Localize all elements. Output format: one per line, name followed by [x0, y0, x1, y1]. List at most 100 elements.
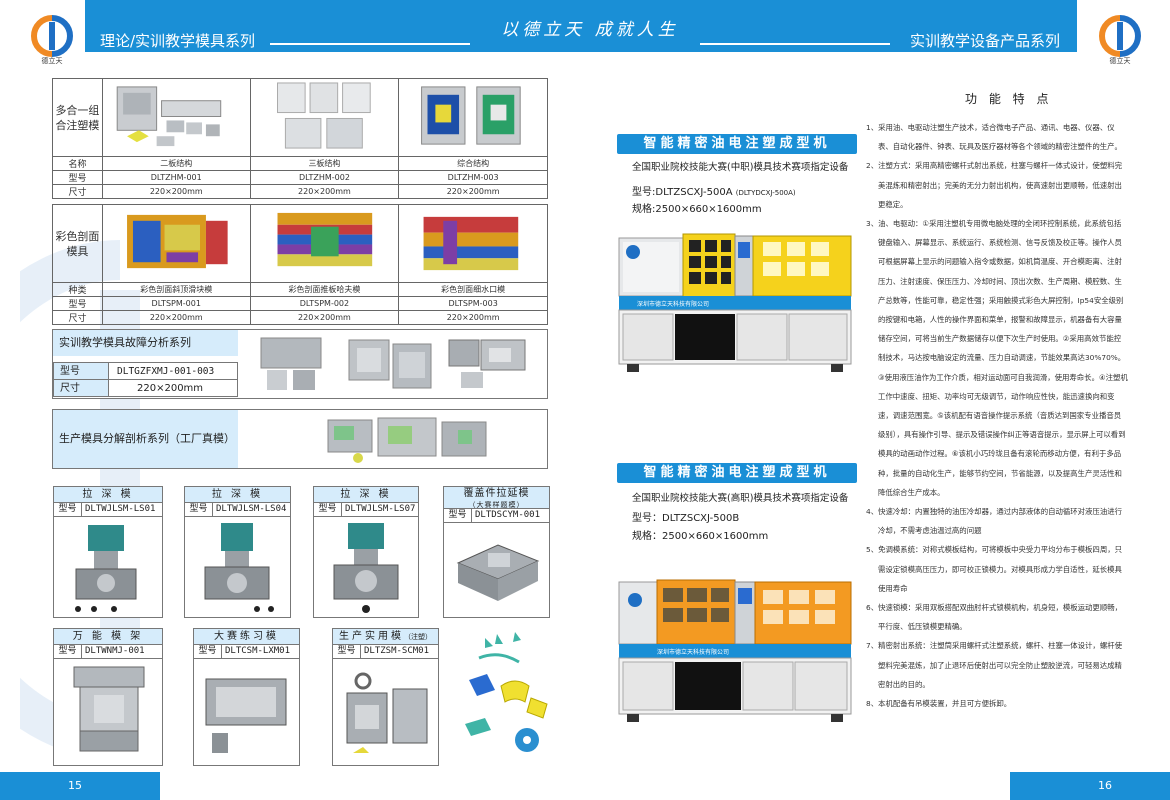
card-title-text: 覆盖件拉延模	[463, 488, 530, 499]
card-title: 万 能 模 架	[54, 629, 162, 645]
model-label: 型号	[185, 503, 213, 516]
product-photo	[346, 672, 428, 753]
product-photo	[101, 78, 251, 157]
model-value: DLTWJLSM-LS04	[216, 504, 287, 514]
product-subtitle: 全国职业院校技能大赛(高职)模具技术赛项指定设备	[632, 493, 849, 504]
table-cell: DLTSPM-002	[249, 296, 400, 311]
product-photo	[260, 337, 526, 390]
features-heading: 功 能 特 点	[965, 92, 1053, 106]
machine-panel-text: 深圳市德立天科技有限公司	[657, 648, 729, 656]
size-value: 220×200mm	[108, 379, 238, 397]
model-label: 型号	[444, 509, 472, 522]
model-label: 型号	[54, 503, 82, 516]
company-logo-left: 德立天	[28, 14, 76, 70]
product-photo	[205, 678, 287, 753]
header-rule-right	[700, 43, 890, 45]
feature-item: 6、快速锁模：采用双板搭配双曲肘杆式锁模机构，机身短，模板运动更顺畅，平行度、低…	[866, 603, 1122, 632]
product-photo	[75, 525, 137, 612]
series-title: 生产模具分解剖析系列（工厂真模）	[53, 410, 238, 468]
table-cell: 综合结构	[398, 156, 548, 171]
product-photo	[204, 523, 274, 612]
table-cell: 彩色剖面推板哈夫模	[249, 282, 400, 297]
product-spec: 规格:2500×660×1600mm	[632, 204, 762, 215]
product-subtitle: 全国职业院校技能大赛(中职)模具技术赛项指定设备	[632, 162, 849, 173]
product-photo	[398, 204, 548, 283]
model-text: 型号:DLTZSCXJ-500A	[632, 187, 733, 198]
card-title: 拉 深 模	[185, 487, 290, 503]
factory-mold-series: 生产模具分解剖析系列（工厂真模）	[52, 409, 548, 469]
model-value: DLTCSM-LXM01	[225, 646, 291, 656]
card-title-text: 生产实用模	[339, 631, 404, 642]
table-cell: 二板结构	[101, 156, 251, 171]
model-note: (DLTYDCXJ-500A)	[735, 189, 796, 197]
table-cell: 彩色剖面细水口模	[398, 282, 548, 297]
feature-item: 4、快速冷却：内置独特的油压冷却器，通过内部液体的自动循环对液压油进行冷却，不需…	[866, 507, 1122, 536]
model-label: 型号	[53, 362, 109, 380]
product-photo	[333, 523, 399, 613]
table-row-header: 多合一组合注塑模	[52, 78, 103, 157]
product-photo	[327, 417, 487, 463]
table-cell: 220×200mm	[398, 310, 548, 325]
page-number-right: 16	[1010, 772, 1170, 800]
plastic-parts-photo	[465, 632, 548, 752]
product-photo	[249, 204, 400, 283]
model-label: 型号	[333, 645, 361, 658]
table-cell: DLTZHM-002	[249, 170, 400, 185]
product-spec: 规格：2500×660×1600mm	[632, 531, 769, 542]
header-rule-left	[270, 43, 470, 45]
table-cell: DLTZHM-001	[101, 170, 251, 185]
model-value: DLTGZFXMJ-001-003	[108, 362, 238, 380]
feature-item: 1、采用油、电驱动注塑生产技术，适合微电子产品、通讯、电器、仪器、仪表、自动化器…	[866, 123, 1122, 152]
product-photo	[398, 78, 548, 157]
company-logo-right: 德立天	[1096, 14, 1144, 70]
header-bar	[85, 0, 1077, 52]
product-title: 智能精密油电注塑成型机	[617, 134, 857, 154]
model-value: DLTWJLSM-LS01	[85, 504, 156, 514]
product-model: 型号：DLTZSCXJ-500B	[632, 513, 740, 524]
feature-item: 8、本机配备有吊模装置，并且可方便拆卸。	[866, 699, 1012, 709]
model-label: 型号	[314, 503, 342, 516]
table-cell: DLTZHM-003	[398, 170, 548, 185]
card-title: 大赛练习模	[194, 629, 299, 645]
table-cell: 220×200mm	[101, 184, 251, 199]
feature-item: 2、注塑方式：采用高精密螺杆式射出系统，柱塞与螺杆一体式设计，使塑料完美混炼和精…	[866, 161, 1122, 209]
series-title: 实训教学模具故障分析系列	[53, 330, 238, 356]
header-slogan: 以德立天 成就人生	[501, 20, 679, 40]
table-cell: 三板结构	[249, 156, 400, 171]
feature-item: 7、精密射出系统：注塑筒采用螺杆式注塑系统，螺杆、柱塞一体设计，螺杆使塑料完美混…	[866, 641, 1122, 689]
product-photo	[73, 666, 145, 752]
page-number-left: 15	[0, 772, 160, 800]
card-title: 拉 深 模	[54, 487, 162, 503]
row-label: 尺寸	[52, 184, 103, 199]
row-label: 型号	[52, 170, 103, 185]
product-title: 智能精密油电注塑成型机	[617, 463, 857, 483]
table-cell: 220×200mm	[249, 310, 400, 325]
table-cell: DLTSPM-003	[398, 296, 548, 311]
row-label: 名称	[52, 156, 103, 171]
product-photo	[456, 544, 540, 601]
injection-machine-photo-b: 深圳市德立天科技有限公司	[618, 579, 852, 722]
logo-caption: 德立天	[41, 57, 63, 65]
row-label: 种类	[52, 282, 103, 297]
feature-item: 5、免调模系统：对称式模板结构，可将模板中央受力平均分布于模板四周，只需设定锁模…	[866, 545, 1122, 593]
model-value: DLTWNMJ-001	[85, 646, 145, 656]
row-label: 尺寸	[52, 310, 103, 325]
product-photo	[101, 204, 251, 283]
card-subtitle: （大赛样题模）	[468, 501, 525, 509]
product-photo	[249, 78, 400, 157]
row-label: 型号	[52, 296, 103, 311]
header-left-title: 理论/实训教学模具系列	[100, 32, 256, 50]
fault-analysis-series: 实训教学模具故障分析系列 型号 DLTGZFXMJ-001-003 尺寸 220…	[52, 329, 548, 399]
card-title: 拉 深 模	[314, 487, 418, 503]
model-label: 型号	[54, 645, 82, 658]
logo-caption: 德立天	[1109, 57, 1131, 65]
model-label: 型号	[194, 645, 222, 658]
injection-machine-photo-a: 深圳市德立天科技有限公司	[618, 233, 852, 372]
